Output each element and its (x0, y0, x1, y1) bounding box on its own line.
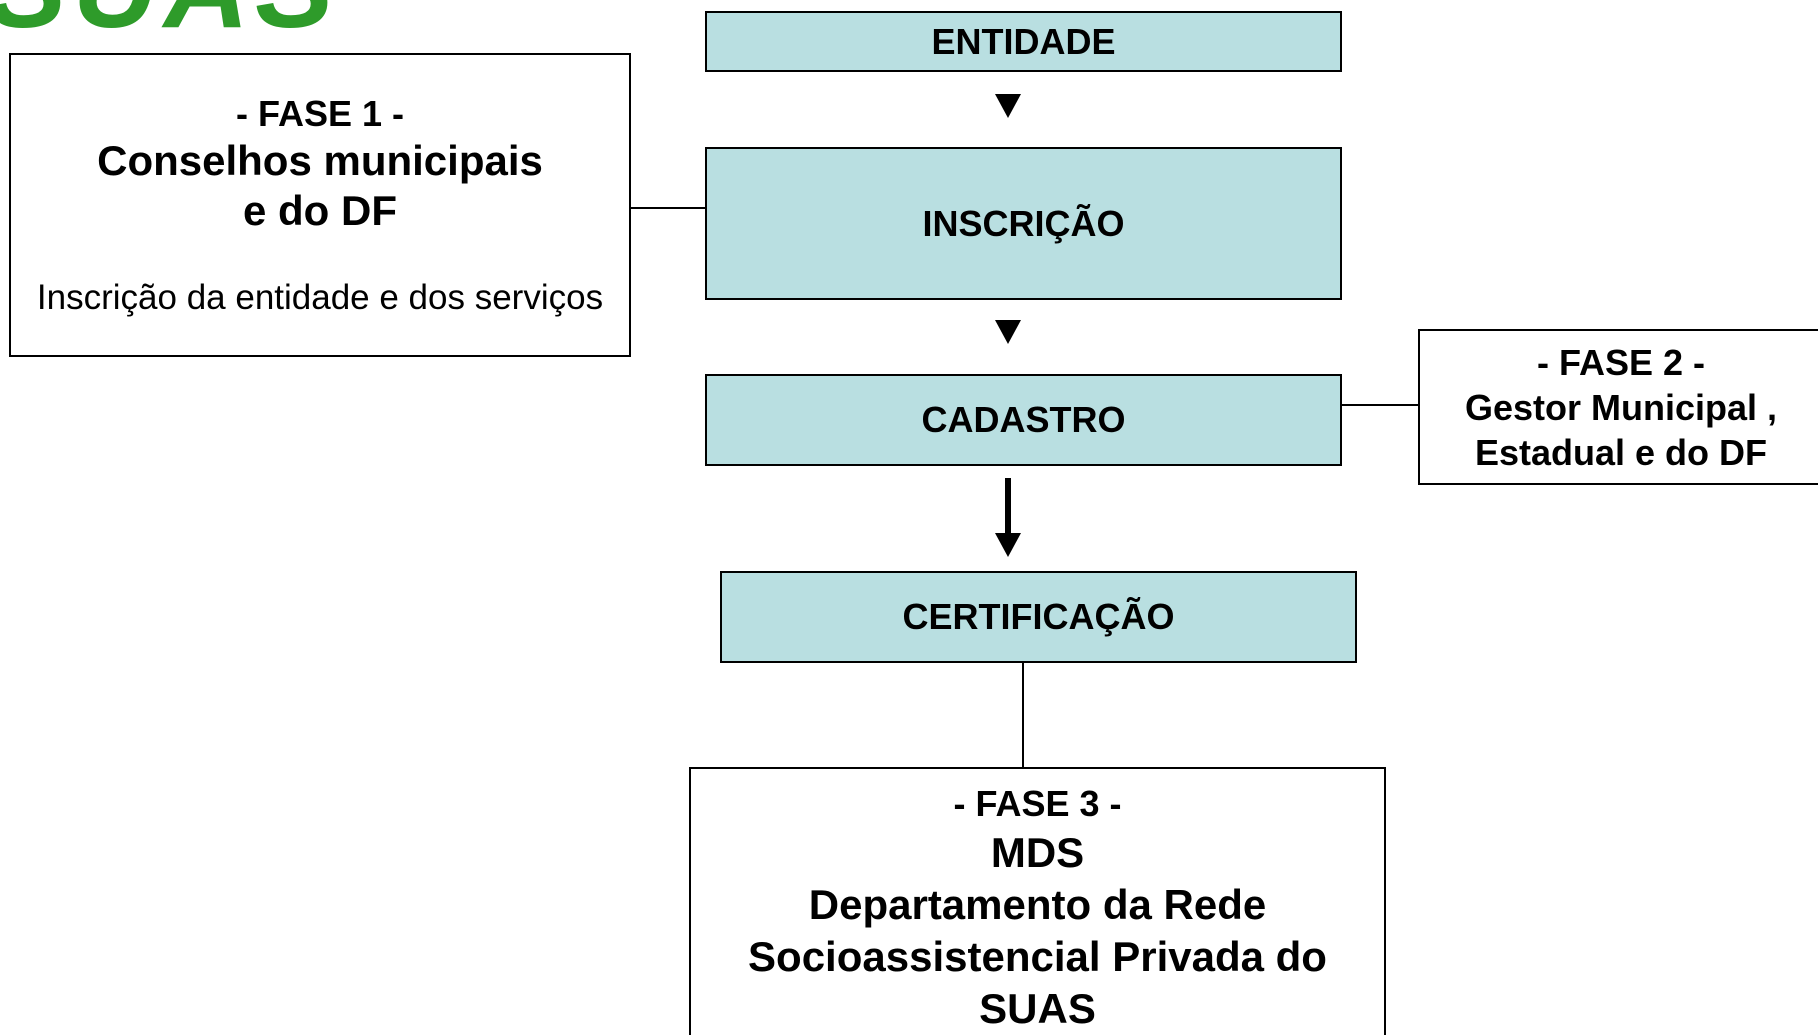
step-certificacao: CERTIFICAÇÃO (720, 571, 1357, 663)
phase-3-box: - FASE 3 - MDS Departamento da Rede Soci… (689, 767, 1386, 1035)
step-cadastro: CADASTRO (705, 374, 1342, 466)
connector-fase3 (1022, 662, 1024, 769)
step-certificacao-label: CERTIFICAÇÃO (902, 596, 1175, 637)
phase-1-box: - FASE 1 - Conselhos municipais e do DF … (9, 53, 631, 357)
phase-3-label: - FASE 3 - (953, 783, 1122, 824)
phase-3-department: Departamento da Rede Socioassistencial P… (748, 881, 1327, 1032)
step-inscricao: INSCRIÇÃO (705, 147, 1342, 300)
suas-logo: SUAS (0, 0, 340, 46)
phase-2-box: - FASE 2 - Gestor Municipal , Estadual e… (1418, 329, 1818, 485)
phase-1-label: - FASE 1 - (235, 93, 405, 134)
step-cadastro-label: CADASTRO (921, 399, 1126, 440)
arrow-shaft (1005, 478, 1011, 536)
step-entidade-label: ENTIDADE (931, 20, 1116, 62)
phase-1-organization: Conselhos municipais e do DF (97, 137, 543, 234)
connector-fase1 (631, 207, 706, 209)
phase-1-description: Inscrição da entidade e dos serviços (36, 278, 604, 317)
phase-2-organization: Gestor Municipal , Estadual e do DF (1464, 386, 1778, 473)
phase-3-organization: MDS (990, 829, 1085, 876)
arrow-down-icon (995, 94, 1021, 118)
phase-2-label: - FASE 2 - (1536, 341, 1706, 383)
step-entidade: ENTIDADE (705, 11, 1342, 72)
step-inscricao-label: INSCRIÇÃO (922, 202, 1125, 244)
arrow-down-icon (995, 533, 1021, 557)
arrow-down-icon (995, 320, 1021, 344)
connector-fase2 (1341, 404, 1419, 406)
